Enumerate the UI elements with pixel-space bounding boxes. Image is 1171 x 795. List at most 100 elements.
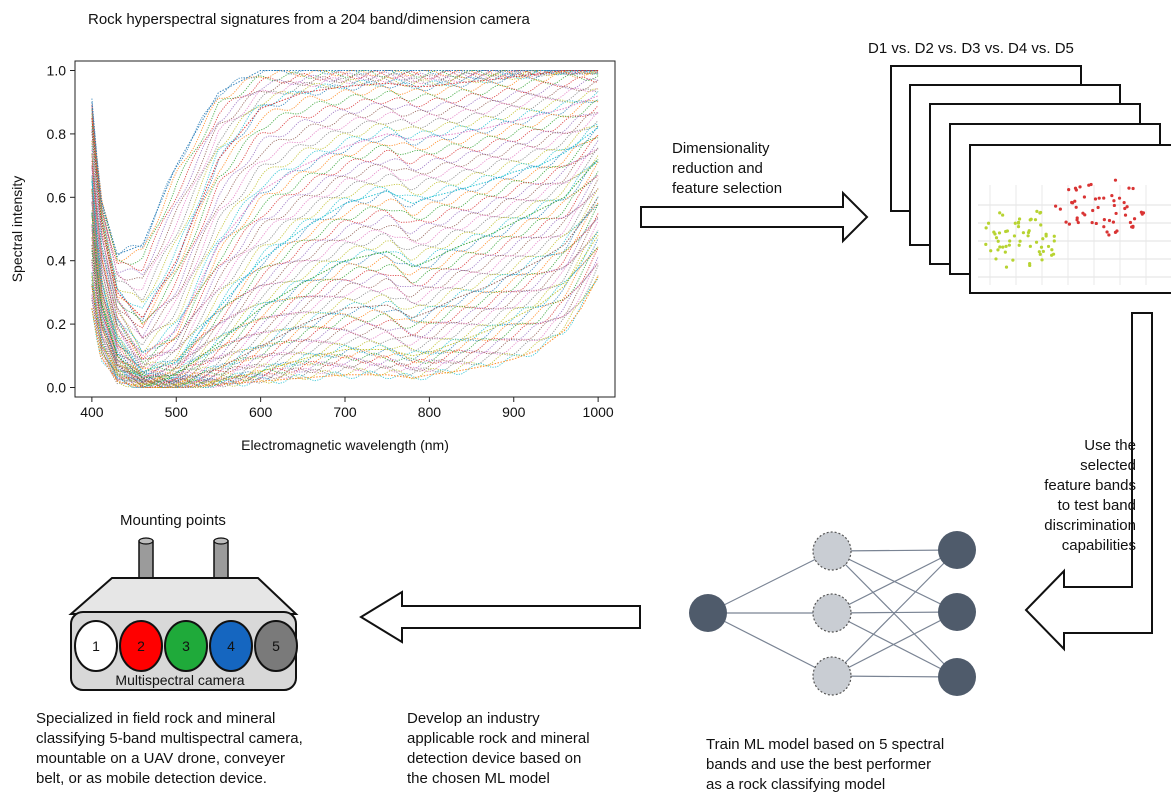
spectrum-line: [91, 70, 599, 309]
spectrum-line: [91, 148, 599, 380]
spectrum-line: [91, 70, 599, 265]
scatter-point-b: [1039, 245, 1044, 249]
scatter-point-b: [1040, 258, 1044, 262]
spectrum-line: [91, 148, 599, 376]
y-tick-label: 0.2: [47, 316, 67, 332]
arrow1-line: Dimensionality: [672, 140, 770, 157]
scatter-point-a: [1096, 205, 1100, 210]
spectrum-line: [91, 171, 599, 382]
scatter-point-b: [1033, 218, 1038, 222]
series-line: [91, 95, 599, 357]
scatter-point-b: [1035, 209, 1039, 213]
spectrum-line: [91, 265, 599, 388]
scatter-point-a: [1123, 206, 1127, 211]
spectrum-line: [91, 125, 599, 369]
x-tick-label: 1000: [583, 404, 614, 420]
scatter-point-b: [994, 236, 999, 240]
scatter-grid: [978, 185, 1171, 285]
scatter-point-a: [1127, 186, 1131, 190]
spectrum-line: [91, 134, 599, 373]
arrow2-line: capabilities: [1061, 537, 1136, 554]
scatter-point-b: [1046, 244, 1051, 249]
scatter-point-b: [1034, 240, 1039, 244]
scatter-point-b: [996, 239, 1000, 243]
caption-line: belt, or as mobile detection device.: [36, 770, 267, 787]
scatter-point-a: [1078, 185, 1082, 189]
scatter-point-b: [984, 226, 988, 230]
band-number: 1: [92, 638, 100, 654]
spectrum-line: [91, 175, 599, 382]
series-line: [91, 127, 599, 373]
scatter-point-a: [1122, 200, 1126, 205]
spectrum-line: [91, 99, 599, 354]
scatter-point-b: [1026, 230, 1031, 235]
spectrum-line: [91, 70, 599, 291]
spectrum-line: [91, 100, 599, 361]
scatter-point-b: [994, 257, 998, 261]
arrow2-line: selected: [1080, 457, 1136, 474]
scatter-point-a: [1081, 211, 1085, 215]
scatter-point-b: [1011, 258, 1015, 262]
scatter-point-b: [1007, 243, 1011, 247]
scatter-point-b: [1050, 253, 1054, 257]
scatter-point-b: [1044, 234, 1048, 238]
nn-edge: [831, 549, 958, 614]
caption-line: detection device based on: [407, 750, 582, 767]
arrow2-line: discrimination: [1044, 517, 1136, 534]
caption-line: Specialized in field rock and mineral: [36, 710, 276, 727]
band-3-lens: [164, 620, 208, 672]
scatter-point-b: [1004, 265, 1009, 269]
scatter-point-b: [1026, 234, 1030, 238]
scatter-point-a: [1093, 197, 1098, 201]
scatter-point-b: [1003, 250, 1007, 254]
nn-hidden-node: [812, 531, 852, 571]
nn-edge: [707, 612, 833, 677]
scatter-point-a: [1097, 196, 1101, 200]
scatter-point-a: [1075, 216, 1079, 220]
arrow1-line: feature selection: [672, 180, 783, 197]
spectrum-line: [91, 238, 599, 388]
spectrum-line: [91, 74, 599, 324]
spectrum-line: [91, 246, 599, 388]
spectrum-line: [91, 70, 599, 326]
band-number: 5: [272, 638, 280, 654]
nn-edges: [707, 549, 958, 678]
spectrum-line: [91, 140, 599, 377]
scatter-point-a: [1112, 203, 1116, 208]
spectrum-line: [91, 154, 599, 380]
scatter-point-b: [998, 245, 1002, 249]
series-line: [91, 70, 599, 256]
band-number: 2: [137, 638, 145, 654]
nn-nodes: [689, 531, 976, 696]
caption-line: mountable on a UAV drone, conveyer: [36, 750, 286, 767]
y-tick-label: 0.6: [47, 189, 67, 205]
nn-edge: [831, 675, 958, 678]
nn-hidden-node: [812, 593, 852, 633]
nn-edge: [707, 550, 833, 614]
scatter-point-a: [1102, 196, 1106, 200]
chart-series-group: [91, 70, 599, 388]
spectrum-line: [91, 123, 599, 376]
band-1-lens: [74, 620, 118, 672]
scatter-point-a: [1112, 199, 1116, 203]
nn-edge: [831, 549, 958, 677]
scatter-point-a: [1117, 196, 1122, 200]
scatter-point-a: [1067, 188, 1071, 192]
scatter-point-a: [1114, 211, 1118, 216]
scatter-point-a: [1107, 233, 1111, 237]
spectrum-line: [91, 87, 599, 339]
spectrum-line: [91, 91, 599, 353]
training-caption: Train ML model based on 5 spectral bands…: [706, 735, 996, 795]
arrow2-line: to test band: [1057, 497, 1136, 514]
scatter-point-a: [1073, 199, 1077, 203]
spectrum-line: [91, 278, 599, 388]
arrow2-line: feature bands: [1044, 477, 1136, 494]
spectrum-line: [91, 70, 599, 304]
scatter-point-b: [997, 231, 1002, 235]
scatter-point-a: [1131, 224, 1135, 228]
nn-output-node: [938, 531, 976, 569]
nn-output-node: [938, 658, 976, 696]
scatter-point-b: [1039, 223, 1043, 227]
